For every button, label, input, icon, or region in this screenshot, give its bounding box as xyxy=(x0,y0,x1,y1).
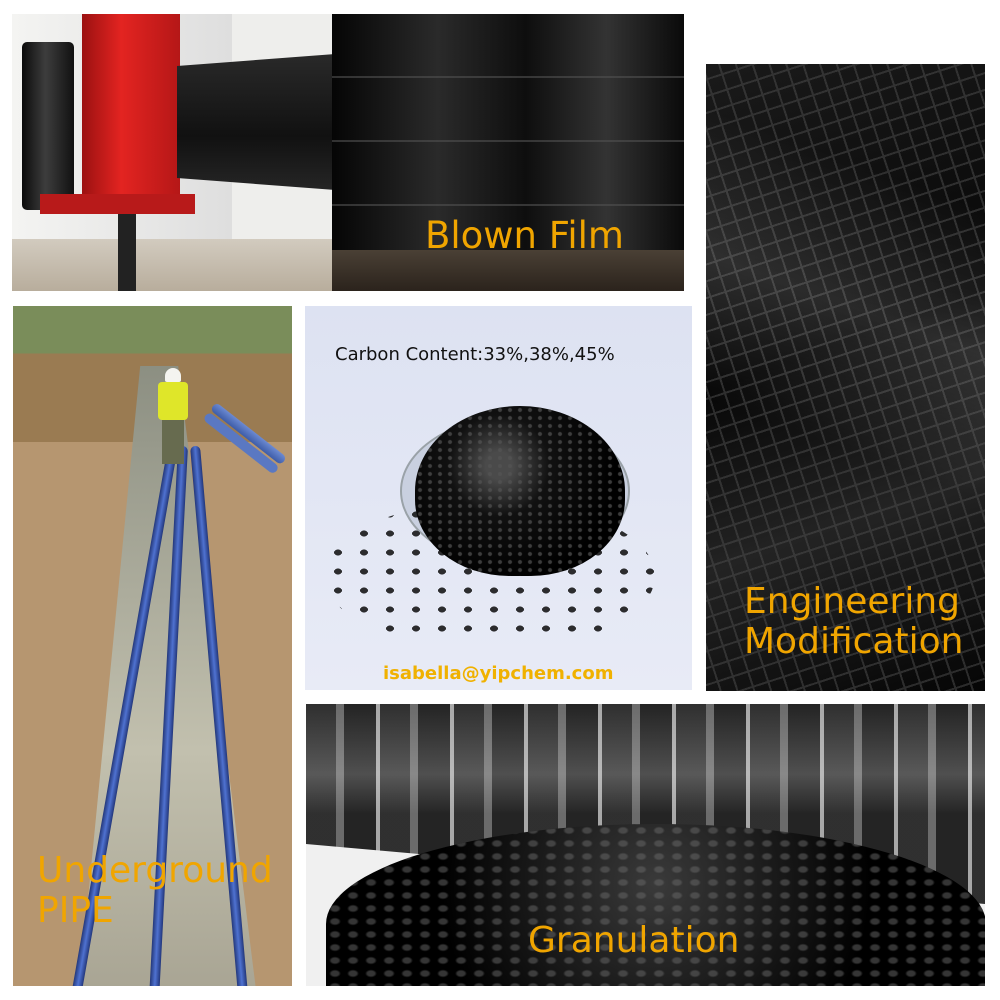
wrapping-machine xyxy=(82,14,180,214)
factory-floor xyxy=(12,239,342,291)
pallet-base xyxy=(332,250,684,291)
engineering-label-line2: Modification xyxy=(744,621,964,663)
surface-sheen xyxy=(706,64,985,691)
contact-email: isabella@yipchem.com xyxy=(383,663,614,684)
granulation-label: Granulation xyxy=(528,920,740,961)
carbon-content-caption: Carbon Content:33%,38%,45% xyxy=(335,344,615,365)
granule-texture xyxy=(326,824,985,986)
pallet-rows xyxy=(332,14,684,291)
hard-hat xyxy=(165,368,181,382)
machine-post xyxy=(118,214,136,291)
granulation-photo xyxy=(306,704,985,986)
blown-film-photo xyxy=(12,14,684,291)
safety-vest xyxy=(158,382,188,420)
blown-film-label: Blown Film xyxy=(425,214,624,257)
engineering-label: Engineering Modification xyxy=(744,581,964,663)
carbon-pellets-photo: Carbon Content:33%,38%,45% isabella@yipc… xyxy=(305,306,692,690)
underground-pipe-photo xyxy=(13,306,292,986)
film-roll xyxy=(22,42,74,210)
side-pipes xyxy=(209,402,287,466)
engineering-photo xyxy=(706,64,985,691)
underground-pipe-label: Underground PIPE xyxy=(37,850,273,932)
pipe-label-line1: Underground xyxy=(37,850,273,891)
worker-legs xyxy=(162,420,184,464)
pipe-label-line2: PIPE xyxy=(37,890,114,932)
pellet-texture xyxy=(415,406,625,576)
stretch-film xyxy=(177,52,362,192)
engineering-label-line1: Engineering xyxy=(744,581,960,622)
machine-base xyxy=(40,194,195,214)
worker xyxy=(154,368,192,464)
